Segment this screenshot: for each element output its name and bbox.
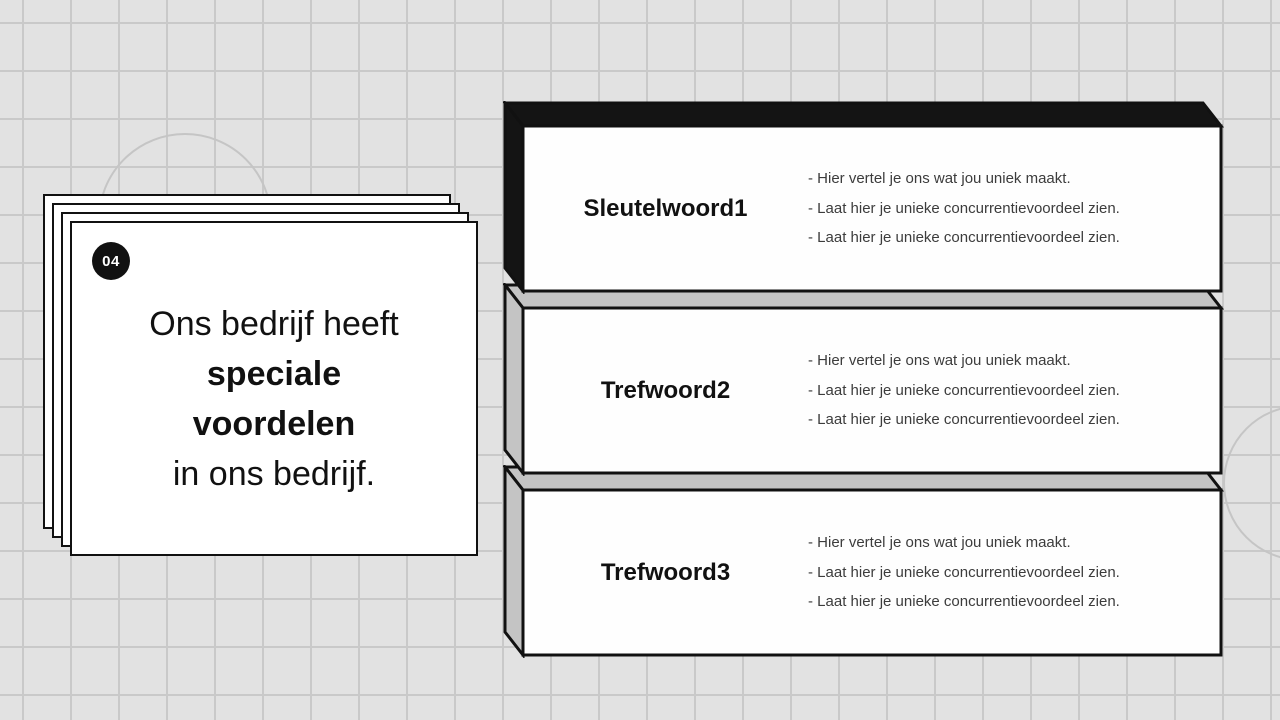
box-2-title: Trefwoord2 (600, 376, 731, 404)
box-2-bullet-1: - Hier vertel je ons wat jou uniek maakt… (808, 352, 1071, 370)
keyword-box-3: Trefwoord3 - Hier vertel je ons wat jou … (503, 465, 1224, 658)
box-1-bullets: - Hier vertel je ons wat jou uniek maakt… (808, 126, 1221, 291)
page-number-badge: 04 (92, 242, 130, 280)
box-3-bullet-1: - Hier vertel je ons wat jou uniek maakt… (808, 534, 1071, 552)
card-title: Ons bedrijf heeft speciale voordelen in … (72, 299, 476, 499)
box-3-content: Trefwoord3 - Hier vertel je ons wat jou … (523, 490, 1221, 655)
box-1-bullet-1: - Hier vertel je ons wat jou uniek maakt… (808, 170, 1071, 188)
page-number-label: 04 (102, 252, 120, 270)
keyword-box-2: Trefwoord2 - Hier vertel je ons wat jou … (503, 283, 1224, 476)
box-1-bullet-3: - Laat hier je unieke concurrentievoorde… (808, 229, 1120, 247)
box-3-bullet-3: - Laat hier je unieke concurrentievoorde… (808, 593, 1120, 611)
title-card: 04 Ons bedrijf heeft speciale voordelen … (70, 221, 478, 556)
box-1-3d-shape (503, 101, 1224, 294)
card-title-line-4: in ons bedrijf. (172, 455, 376, 493)
box-3-title: Trefwoord3 (600, 558, 731, 586)
box-2-bullet-3: - Laat hier je unieke concurrentievoorde… (808, 411, 1120, 429)
card-title-line-1: Ons bedrijf heeft (149, 305, 399, 343)
box-3-3d-shape (503, 465, 1224, 658)
background-circle-right (1223, 405, 1280, 561)
box-3-bullets: - Hier vertel je ons wat jou uniek maakt… (808, 490, 1221, 655)
box-2-content: Trefwoord2 - Hier vertel je ons wat jou … (523, 308, 1221, 473)
box-1-content: Sleutelwoord1 - Hier vertel je ons wat j… (523, 126, 1221, 291)
card-title-line-2: speciale (206, 355, 342, 393)
box-1-bullet-2: - Laat hier je unieke concurrentievoorde… (808, 199, 1120, 217)
box-1-title: Sleutelwoord1 (583, 194, 748, 222)
box-2-bullets: - Hier vertel je ons wat jou uniek maakt… (808, 308, 1221, 473)
card-title-line-3: voordelen (192, 405, 356, 443)
keyword-box-1: Sleutelwoord1 - Hier vertel je ons wat j… (503, 101, 1224, 294)
box-3-bullet-2: - Laat hier je unieke concurrentievoorde… (808, 563, 1120, 581)
box-2-bullet-2: - Laat hier je unieke concurrentievoorde… (808, 381, 1120, 399)
